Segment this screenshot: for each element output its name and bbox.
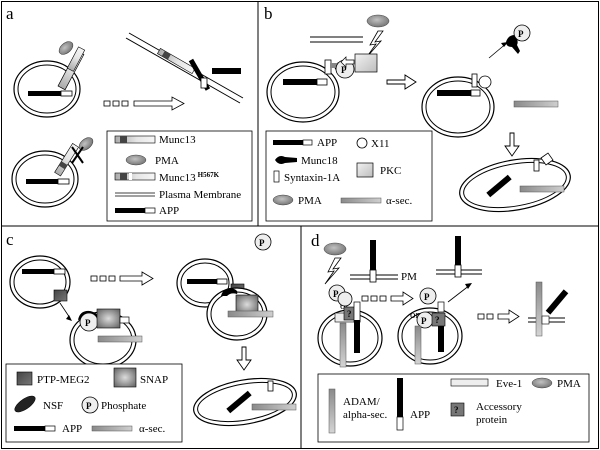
panel-b: b P bbox=[264, 4, 571, 222]
panel-b-vesicle-2: P bbox=[421, 24, 559, 138]
or-label-2: or bbox=[410, 309, 420, 321]
pma-shape bbox=[58, 41, 74, 55]
lightning-icon bbox=[365, 30, 384, 59]
svg-text:P: P bbox=[86, 401, 92, 411]
legend-eve1: Eve-1 bbox=[496, 378, 522, 390]
panel-a-vesicle-2 bbox=[11, 137, 94, 208]
panel-c-vesicle-1 bbox=[9, 255, 72, 321]
legend-app: APP bbox=[410, 409, 430, 421]
panel-d-membrane-2 bbox=[436, 236, 482, 278]
panel-d-legend: Eve-1 PMA ADAM/ alpha-sec. APP ? Accesso… bbox=[317, 373, 590, 443]
panel-b-letter: b bbox=[264, 4, 273, 23]
panel-b-arrow-down bbox=[504, 132, 520, 157]
panel-a-vesicle-1 bbox=[13, 41, 86, 118]
panel-b-vesicle-3 bbox=[459, 152, 571, 213]
legend-ptp: PTP-MEG2 bbox=[37, 374, 90, 386]
legend-nsf: NSF bbox=[43, 400, 63, 412]
legend-adam-1: ADAM/ bbox=[343, 396, 381, 408]
panel-d-vesicle-1: P or ? bbox=[317, 284, 383, 368]
svg-text:P: P bbox=[259, 238, 265, 248]
panel-d: d PM P or ? bbox=[311, 231, 590, 443]
legend-pma: PMA bbox=[298, 195, 322, 207]
panel-b-arrow-right bbox=[386, 74, 417, 90]
legend-phosphate: Phosphate bbox=[101, 400, 146, 412]
pm-label: PM bbox=[401, 271, 417, 283]
pma-shape bbox=[366, 14, 390, 28]
legend-plasma-membrane: Plasma Membrane bbox=[159, 189, 241, 201]
svg-text:P: P bbox=[424, 292, 430, 302]
svg-text:P: P bbox=[421, 316, 427, 326]
panel-c: c P P bbox=[5, 230, 297, 443]
panel-c-arrow-down bbox=[236, 346, 252, 371]
legend-app: APP bbox=[159, 205, 179, 217]
legend-alpha-sec: α-sec. bbox=[139, 423, 165, 435]
panel-c-legend: PTP-MEG2 SNAP NSF P Phosphate APP α-sec. bbox=[5, 363, 183, 443]
panel-b-vesicle-1: P bbox=[266, 53, 378, 123]
legend-pma: PMA bbox=[557, 378, 581, 390]
legend-alpha-sec: α-sec. bbox=[386, 195, 412, 207]
panel-d-arrow-1 bbox=[361, 291, 414, 306]
panel-c-vesicle-2: P bbox=[69, 308, 143, 369]
pma-shape bbox=[323, 242, 347, 256]
svg-text:P: P bbox=[518, 29, 524, 39]
lightning-icon bbox=[324, 257, 342, 285]
panel-a-membrane bbox=[125, 32, 244, 104]
legend-app: APP bbox=[62, 423, 82, 435]
legend-munc13-mut: Munc13 bbox=[159, 172, 196, 184]
app-shape bbox=[28, 91, 61, 96]
legend-pkc: PKC bbox=[380, 165, 401, 177]
svg-text:P: P bbox=[341, 65, 347, 75]
legend-x11: X11 bbox=[371, 138, 390, 150]
panel-b-legend: APP X11 Munc18 PKC Syntaxin-1A PMA α-sec… bbox=[265, 130, 433, 222]
panel-a-arrow bbox=[103, 96, 185, 111]
legend-syntaxin: Syntaxin-1A bbox=[284, 172, 340, 184]
svg-text:P: P bbox=[85, 318, 91, 328]
legend-accessory-1: Accessory bbox=[476, 401, 522, 413]
panel-c-vesicle-4 bbox=[206, 287, 274, 341]
panel-d-letter: d bbox=[311, 231, 320, 250]
panel-d-membrane-3 bbox=[528, 281, 569, 337]
panel-d-vesicle-2: P or P ? bbox=[397, 283, 472, 365]
panel-a: a bbox=[6, 4, 253, 222]
panel-a-letter: a bbox=[6, 4, 14, 23]
panel-d-arrow-2 bbox=[477, 309, 520, 324]
legend-munc13: Munc13 bbox=[159, 134, 196, 146]
svg-text:?: ? bbox=[454, 405, 459, 415]
legend-accessory-2: protein bbox=[476, 414, 508, 426]
legend-munc18: Munc18 bbox=[301, 155, 338, 167]
legend-pma: PMA bbox=[155, 155, 179, 167]
legend-app: APP bbox=[317, 137, 337, 149]
panel-d-membrane-1: PM bbox=[350, 240, 417, 283]
panel-c-vesicle-5 bbox=[193, 377, 297, 427]
legend-snap: SNAP bbox=[140, 374, 168, 386]
svg-text:?: ? bbox=[435, 315, 440, 325]
svg-text:?: ? bbox=[347, 309, 352, 319]
panel-c-arrow bbox=[90, 271, 154, 286]
legend-munc13-mut-sup: H567K bbox=[198, 171, 220, 179]
svg-text:P: P bbox=[333, 289, 339, 299]
panel-c-letter: c bbox=[6, 230, 14, 249]
legend-adam-2: alpha-sec. bbox=[343, 409, 388, 421]
